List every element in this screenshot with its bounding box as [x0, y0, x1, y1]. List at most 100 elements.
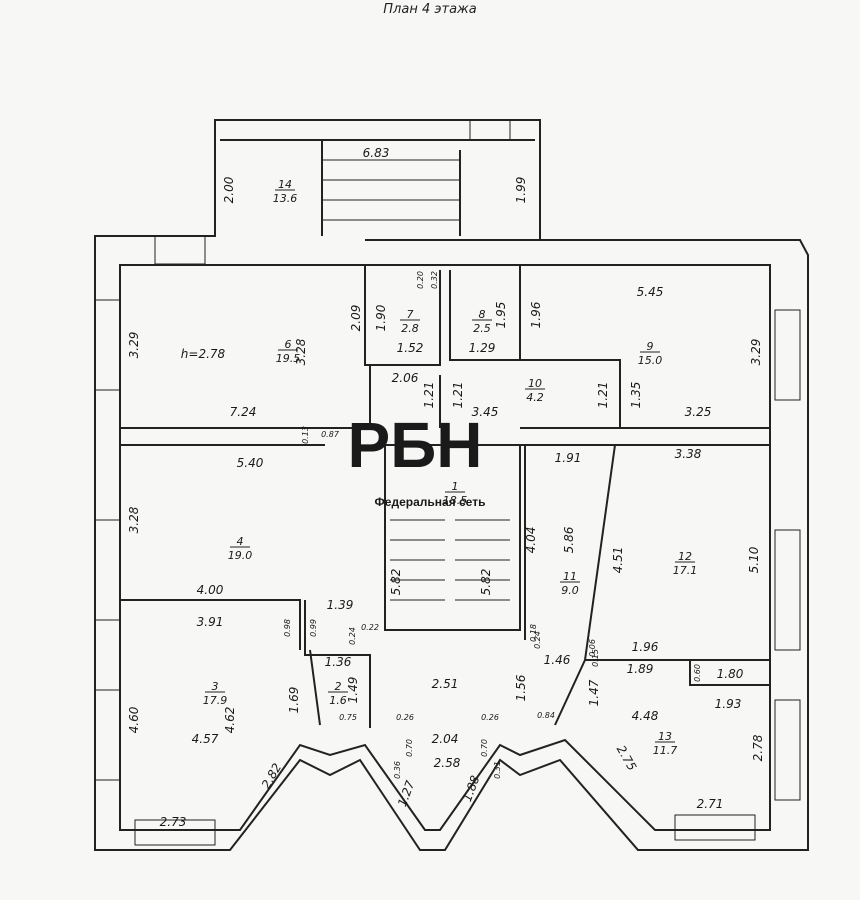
room-number: 14 [278, 178, 292, 191]
dimension-label: 0.60 [693, 664, 702, 682]
dimension-label: 1.35 [629, 382, 643, 409]
watermark-logo: РБН [348, 409, 483, 481]
dimension-label: 1.52 [397, 341, 424, 355]
dimension-label: 2.73 [160, 815, 187, 829]
dimension-label: 5.45 [637, 285, 664, 299]
dimension-label: 1.39 [327, 598, 354, 612]
dimension-label: 1.56 [514, 674, 528, 701]
plan-title: План 4 этажа [383, 2, 477, 17]
dimension-label: 7.24 [230, 405, 257, 419]
dimension-label: 3.29 [127, 332, 141, 359]
dimension-label: 6.83 [363, 146, 390, 160]
dimension-label: 0.87 [321, 430, 340, 439]
dimension-label: 5.82 [389, 569, 403, 596]
room-area: 15.0 [638, 354, 663, 367]
dimension-label: 1.49 [346, 677, 360, 704]
dimension-label: 0.98 [283, 619, 292, 637]
room-area: 17.9 [203, 694, 228, 707]
dimension-label: 0.15 [591, 649, 600, 667]
room-area: 11.7 [653, 744, 678, 757]
dimension-label: 0.84 [537, 711, 555, 720]
dimension-label: 1.93 [715, 697, 742, 711]
dimension-label: 1.80 [717, 667, 744, 681]
room-number: 8 [479, 308, 486, 321]
dimension-label: 3.91 [197, 615, 224, 629]
room-area: 2.5 [473, 322, 491, 335]
room-number: 2 [335, 680, 342, 693]
room-area: 4.2 [526, 391, 544, 404]
room-number: 13 [658, 730, 672, 743]
dimension-label: 0.13 [301, 426, 310, 444]
dimension-label: 0.99 [309, 619, 318, 637]
dimension-label: 0.24 [348, 627, 357, 645]
dimension-label: 1.46 [544, 653, 571, 667]
dimension-label: 5.86 [562, 526, 576, 553]
room-number: 3 [212, 680, 219, 693]
room-area: 19.5 [276, 352, 301, 365]
room-height-note: h=2.78 [181, 347, 226, 361]
room-number: 12 [678, 550, 692, 563]
windows [94, 119, 801, 846]
dimension-label: 0.36 [393, 761, 402, 779]
room-area: 18.5 [443, 494, 468, 507]
dimension-label: 1.91 [555, 451, 582, 465]
dimension-label: 4.60 [127, 706, 141, 733]
dimension-label: 1.95 [494, 302, 508, 329]
dimension-label: 2.75 [614, 743, 639, 773]
dimension-label: 2.58 [434, 756, 461, 770]
room-area: 2.8 [401, 322, 419, 335]
room-area: 9.0 [561, 584, 579, 597]
dimension-label: 3.28 [127, 506, 141, 533]
dimension-label: 2.04 [432, 732, 459, 746]
room-labels: 1413.6619.5h=2.7872.882.5915.0104.2118.5… [181, 178, 697, 757]
room-number: 9 [647, 340, 654, 353]
dimension-label: 0.26 [396, 713, 414, 722]
dimension-label: 4.04 [524, 527, 538, 554]
dimension-label: 0.22 [361, 623, 379, 632]
watermark-tagline: Федеральная сеть [375, 495, 486, 509]
dimension-label: 0.32 [430, 271, 439, 289]
walls [94, 119, 809, 851]
dimension-label: 2.06 [392, 371, 419, 385]
dimension-label: 1.27 [395, 778, 417, 808]
dimension-label: 3.28 [294, 338, 308, 365]
dimension-label: 0.31 [493, 761, 502, 779]
dimension-label: 1.96 [529, 301, 543, 328]
dimension-label: 0.26 [481, 713, 499, 722]
dimension-label: 1.99 [514, 177, 528, 204]
room-number: 11 [563, 570, 577, 583]
dimension-label: 1.90 [374, 304, 388, 331]
dimension-label: 1.21 [422, 382, 436, 409]
dimension-label: 1.21 [451, 382, 465, 409]
dimension-label: 4.00 [197, 583, 224, 597]
dimension-label: 0.18 [529, 624, 538, 642]
room-area: 17.1 [673, 564, 698, 577]
room-area: 1.6 [329, 694, 347, 707]
dimension-label: 0.75 [339, 713, 357, 722]
dimension-label: 2.71 [697, 797, 724, 811]
dimension-label: 1.29 [469, 341, 496, 355]
dimension-label: 3.29 [749, 339, 763, 366]
room-area: 19.0 [228, 549, 253, 562]
dimension-label: 5.10 [747, 546, 761, 573]
dimension-label: 1.21 [596, 382, 610, 409]
dimension-label: 1.47 [587, 679, 601, 706]
dimension-label: 0.06 [588, 639, 597, 657]
dimension-label: 1.69 [287, 687, 301, 714]
room-number: 7 [407, 308, 414, 321]
dimension-label: 4.57 [192, 732, 219, 746]
dimension-label: 2.78 [751, 734, 765, 761]
dimension-label: 2.51 [432, 677, 459, 691]
room-number: 10 [528, 377, 542, 390]
dimension-label: 5.40 [237, 456, 264, 470]
dimension-label: 0.70 [405, 739, 414, 757]
dimension-label: 1.96 [632, 640, 659, 654]
room-number: 4 [237, 535, 244, 548]
dimension-label: 4.48 [632, 709, 659, 723]
dimension-label: 3.45 [472, 405, 499, 419]
dimension-label: 5.82 [479, 569, 493, 596]
dimension-label: 0.70 [480, 739, 489, 757]
dimension-label: 1.88 [460, 773, 482, 803]
